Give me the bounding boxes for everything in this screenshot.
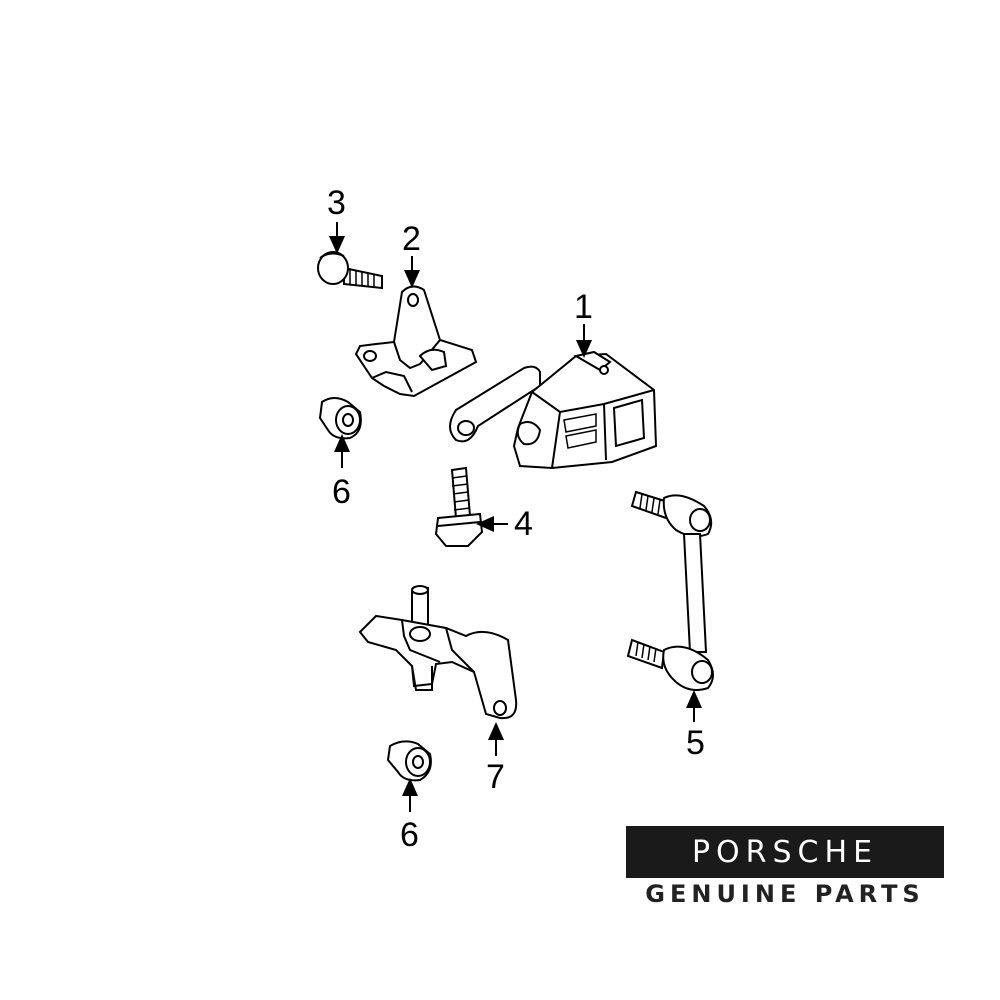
part-7-lower-bracket <box>358 585 518 720</box>
part-4-bolt <box>434 466 484 547</box>
callout-6-lower: 6 <box>400 816 419 854</box>
logo-tagline: GENUINE PARTS <box>645 880 925 908</box>
callout-6-upper: 6 <box>332 473 351 511</box>
callout-5: 5 <box>686 724 705 762</box>
callout-7: 7 <box>486 758 505 796</box>
part-6-bushing-upper <box>318 397 362 440</box>
logo-brand-text: PORSCHE <box>691 834 879 870</box>
callout-arrows <box>329 222 702 812</box>
part-6-bushing-lower <box>386 740 432 782</box>
part-5-link-rod <box>626 490 714 691</box>
callout-4: 4 <box>514 505 533 543</box>
part-2-bracket <box>354 285 478 398</box>
porsche-logo: PORSCHE <box>626 826 944 878</box>
part-3-bolt <box>317 251 383 290</box>
callout-1: 1 <box>574 288 593 326</box>
callout-2: 2 <box>402 220 421 258</box>
callout-3: 3 <box>327 184 346 222</box>
part-1-sensor <box>449 350 658 470</box>
